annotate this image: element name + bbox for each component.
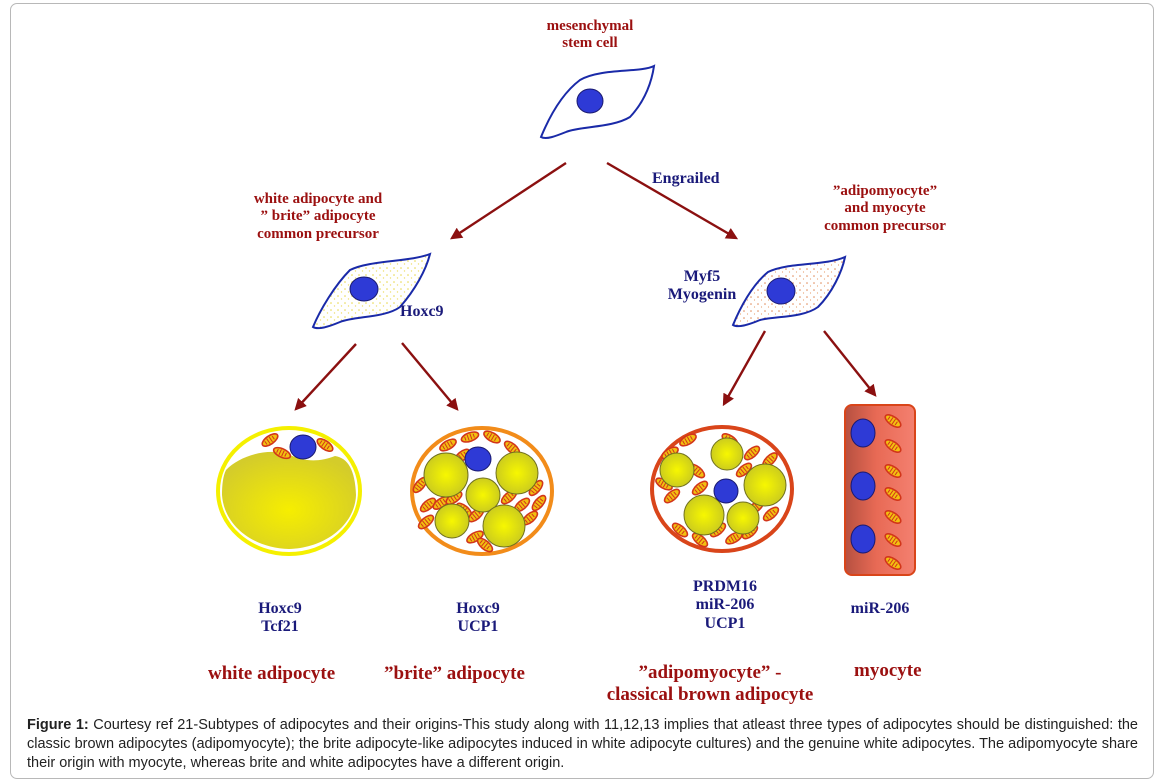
myf5-myogenin-markers: Myf5 Myogenin [662, 268, 742, 305]
mir206-marker: miR-206 [850, 600, 910, 617]
myogenin-marker: Myogenin [667, 286, 737, 304]
arrow-to-brite-adipocyte [401, 342, 459, 411]
mir206-marker: miR-206 [695, 596, 755, 614]
brown-adipocyte-cell [650, 425, 794, 553]
hoxc9-marker: Hoxc9 [258, 600, 302, 617]
arrow-to-myocyte [823, 330, 877, 397]
brite-adipocyte-cell [410, 426, 554, 556]
adipomyocyte-precursor-cell [731, 255, 847, 328]
hoxc9-precursor-marker: Hoxc9 [400, 303, 444, 320]
hoxc9-marker: Hoxc9 [456, 600, 500, 617]
arrow-to-brown-adipocyte [722, 330, 767, 407]
brite-adipocyte-name: ”brite” adipocyte [384, 663, 525, 684]
arrow-to-white-precursor [449, 161, 567, 240]
nucleus-icon [289, 434, 317, 460]
nucleus-icon [713, 478, 739, 504]
caption-text: Courtesy ref 21-Subtypes of adipocytes a… [27, 717, 1138, 771]
white-brite-precursor-label: white adipocyte and ” brite” adipocyte c… [228, 191, 408, 243]
myocyte-cell [844, 404, 916, 576]
white-adipocyte-cell [216, 426, 362, 556]
white-brite-precursor-label-line1: white adipocyte and [253, 191, 383, 207]
brown-adipocyte-name: ”adipomyocyte” - classical brown adipocy… [580, 662, 840, 706]
white-adipocyte-name: white adipocyte [208, 663, 336, 684]
white-adipocyte-markers: Hoxc9 Tcf21 [240, 600, 320, 637]
adipomyocyte-precursor-label: ”adipomyocyte” and myocyte common precur… [800, 183, 970, 235]
white-brite-precursor-label-line2: ” brite” adipocyte [260, 208, 376, 225]
adipomyocyte-precursor-label-line1: ”adipomyocyte” [832, 183, 938, 199]
arrow-to-adipomyocyte-precursor [606, 161, 739, 240]
caption-label: Figure 1: [27, 717, 89, 733]
engrailed-label: Engrailed [652, 170, 720, 187]
myf5-marker: Myf5 [683, 268, 721, 285]
nucleus-icon [766, 277, 796, 305]
nucleus-icon [850, 418, 876, 448]
brown-adipocyte-markers: PRDM16 miR-206 UCP1 [675, 578, 775, 633]
nucleus-icon [576, 88, 604, 114]
figure-frame [10, 3, 1154, 779]
tcf21-marker: Tcf21 [261, 618, 299, 636]
nucleus-icon [850, 524, 876, 554]
adipomyocyte-precursor-label-line2: and myocyte [844, 200, 926, 217]
myocyte-markers: miR-206 [840, 600, 920, 618]
brite-adipocyte-markers: Hoxc9 UCP1 [438, 600, 518, 637]
nucleus-icon [349, 276, 379, 302]
white-brite-precursor-cell [311, 252, 432, 330]
stem-cell-label-line1: mesenchymal [546, 18, 634, 34]
adipomyocyte-precursor-label-line3: common precursor [824, 217, 946, 234]
arrow-to-white-adipocyte [294, 343, 357, 411]
nucleus-icon [464, 446, 492, 472]
white-brite-precursor-label-line3: common precursor [257, 225, 379, 242]
stem-cell-label: mesenchymal stem cell [520, 18, 660, 53]
ucp1-marker: UCP1 [457, 618, 499, 636]
ucp1-marker: UCP1 [704, 614, 746, 632]
brown-adipocyte-name-line2: classical brown adipocyte [606, 684, 814, 705]
brown-adipocyte-name-line1: ”adipomyocyte” - [638, 662, 782, 683]
figure-caption: Figure 1: Courtesy ref 21-Subtypes of ad… [27, 716, 1138, 773]
myocyte-name: myocyte [854, 660, 922, 681]
stem-cell-label-line2: stem cell [562, 35, 618, 52]
nucleus-icon [850, 471, 876, 501]
prdm16-marker: PRDM16 [693, 578, 757, 595]
mesenchymal-stem-cell [539, 64, 656, 140]
